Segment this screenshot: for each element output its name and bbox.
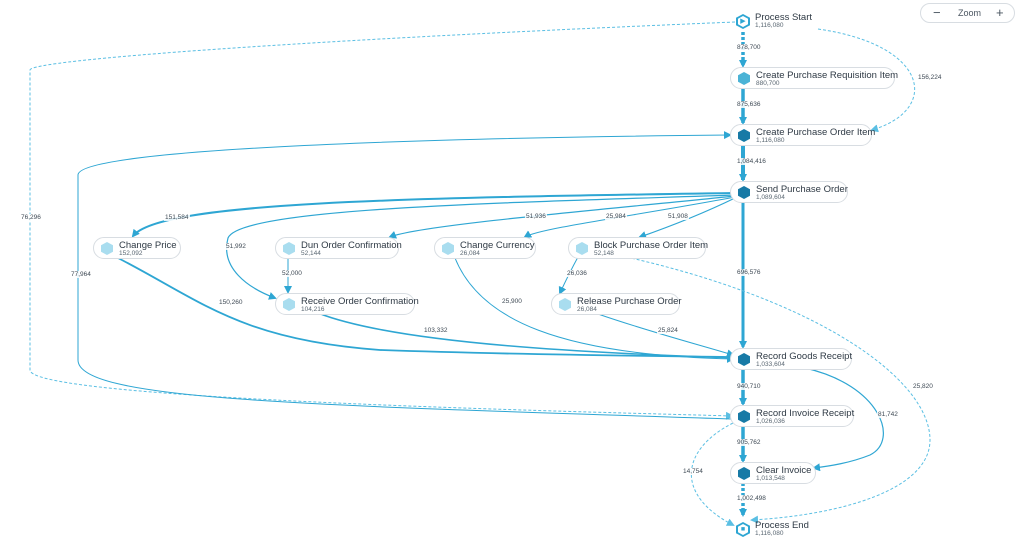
node-count: 1,033,604 xyxy=(756,361,785,368)
node-change-price[interactable]: Change Price 152,092 xyxy=(93,237,181,259)
activity-hexagon-icon xyxy=(738,129,750,142)
edge-label: 103,332 xyxy=(423,327,449,334)
activity-hexagon-icon xyxy=(283,298,295,311)
activity-hexagon-icon xyxy=(738,353,750,366)
node-count: 104,216 xyxy=(301,306,325,313)
edge-label: 26,036 xyxy=(566,270,588,277)
edge-label: 151,584 xyxy=(164,214,190,221)
activity-hexagon-icon xyxy=(101,242,113,255)
node-count: 1,116,080 xyxy=(756,137,785,144)
activity-hexagon-icon xyxy=(738,186,750,199)
edge-start-n11[interactable] xyxy=(29,21,736,420)
node-label: Create Purchase Order Item xyxy=(756,127,876,138)
node-count: 26,084 xyxy=(577,306,597,313)
edge-n4-n10[interactable] xyxy=(117,257,735,361)
edge-label: 51,908 xyxy=(667,213,689,220)
edge-n6-n10[interactable] xyxy=(454,257,735,363)
edge-label: 940,710 xyxy=(736,383,762,390)
node-label: Create Purchase Requisition Item xyxy=(756,70,899,81)
zoom-out-button[interactable]: − xyxy=(933,5,941,20)
zoom-label: Zoom xyxy=(958,8,982,18)
node-count: 1,116,080 xyxy=(755,530,784,537)
edge-label: 150,260 xyxy=(218,299,244,306)
node-label: Record Invoice Receipt xyxy=(756,408,855,419)
activity-hexagon-icon xyxy=(559,298,571,311)
edge-label: 52,000 xyxy=(281,270,303,277)
node-count: 52,148 xyxy=(594,250,614,257)
play-icon: ▶ xyxy=(740,18,746,25)
activity-hexagon-icon xyxy=(442,242,454,255)
node-label: Change Price xyxy=(119,240,177,251)
node-label: Process End xyxy=(755,520,809,531)
edge-label: 875,636 xyxy=(736,101,762,108)
node-count: 1,089,604 xyxy=(756,194,785,201)
stop-icon: ■ xyxy=(740,526,746,533)
node-count: 1,116,080 xyxy=(755,22,784,29)
edge-label: 905,762 xyxy=(736,439,762,446)
activity-hexagon-icon xyxy=(738,467,750,480)
activity-hexagon-icon xyxy=(576,242,588,255)
edge-n11-n2[interactable] xyxy=(77,131,734,420)
edge-label: 25,824 xyxy=(657,327,679,334)
node-label: Receive Order Confirmation xyxy=(301,296,419,307)
node-create-purchase-order-item[interactable]: Create Purchase Order Item 1,116,080 xyxy=(730,124,876,146)
node-count: 26,084 xyxy=(460,250,480,257)
zoom-control: − Zoom + xyxy=(920,3,1015,23)
activity-hexagon-icon xyxy=(738,72,750,85)
edge-label: 696,576 xyxy=(736,269,762,276)
node-block-purchase-order-item[interactable]: Block Purchase Order Item 52,148 xyxy=(568,237,709,259)
node-count: 52,144 xyxy=(301,250,321,257)
edge-n3-n5[interactable] xyxy=(388,195,736,239)
edge-n3-n6[interactable] xyxy=(523,196,736,239)
node-label: Record Goods Receipt xyxy=(756,351,853,362)
edge-label: 1,002,498 xyxy=(736,495,767,502)
node-label: Dun Order Confirmation xyxy=(301,240,402,251)
node-dun-order-confirmation[interactable]: Dun Order Confirmation 52,144 xyxy=(275,237,402,259)
edge-n9-n10[interactable] xyxy=(597,313,735,358)
edge-label: 14,754 xyxy=(682,468,704,475)
node-receive-order-confirmation[interactable]: Receive Order Confirmation 104,216 xyxy=(275,293,419,315)
zoom-in-button[interactable]: + xyxy=(996,5,1004,20)
node-record-goods-receipt[interactable]: Record Goods Receipt 1,033,604 xyxy=(730,348,852,370)
node-count: 1,026,036 xyxy=(756,418,785,425)
edge-n8-n10[interactable] xyxy=(317,312,735,362)
activity-hexagon-icon xyxy=(738,410,750,423)
edge-label: 81,742 xyxy=(877,411,899,418)
node-send-purchase-order[interactable]: Send Purchase Order 1,089,604 xyxy=(730,181,848,203)
edge-n11-end[interactable] xyxy=(690,422,735,526)
edge-label: 25,820 xyxy=(912,383,934,390)
edge-n10-n12[interactable] xyxy=(804,367,884,472)
activity-hexagon-icon xyxy=(283,242,295,255)
node-label: Process Start xyxy=(755,12,813,23)
node-count: 152,092 xyxy=(119,250,143,257)
node-count: 880,700 xyxy=(756,80,780,87)
node-release-purchase-order[interactable]: Release Purchase Order 26,084 xyxy=(551,293,682,315)
edge-n3-n4[interactable] xyxy=(131,192,736,238)
edge-label: 1,084,416 xyxy=(736,158,767,165)
node-label: Send Purchase Order xyxy=(756,184,848,195)
node-label: Release Purchase Order xyxy=(577,296,682,307)
edge-label: 25,984 xyxy=(605,213,627,220)
edge-label: 878,700 xyxy=(736,44,762,51)
node-change-currency[interactable]: Change Currency 26,084 xyxy=(434,237,536,259)
node-label: Block Purchase Order Item xyxy=(594,240,709,251)
edge-label: 156,224 xyxy=(917,74,943,81)
node-create-purchase-requisition-item[interactable]: Create Purchase Requisition Item 880,700 xyxy=(730,67,899,89)
node-clear-invoice[interactable]: Clear Invoice 1,013,548 xyxy=(730,462,816,484)
node-label: Change Currency xyxy=(460,240,535,251)
edge-n3-n8[interactable] xyxy=(226,194,736,300)
edge-label: 77,964 xyxy=(70,271,92,278)
edge-start-n2[interactable] xyxy=(817,28,915,133)
edge-label: 51,936 xyxy=(525,213,547,220)
node-label: Clear Invoice xyxy=(756,465,812,476)
edge-label: 25,900 xyxy=(501,298,523,305)
edge-label: 76,296 xyxy=(20,214,42,221)
edge-n7-end[interactable] xyxy=(621,255,931,524)
node-record-invoice-receipt[interactable]: Record Invoice Receipt 1,026,036 xyxy=(730,405,854,427)
edge-label: 51,992 xyxy=(225,243,247,250)
edge-n3-n7[interactable] xyxy=(638,197,736,239)
node-count: 1,013,548 xyxy=(756,475,785,482)
